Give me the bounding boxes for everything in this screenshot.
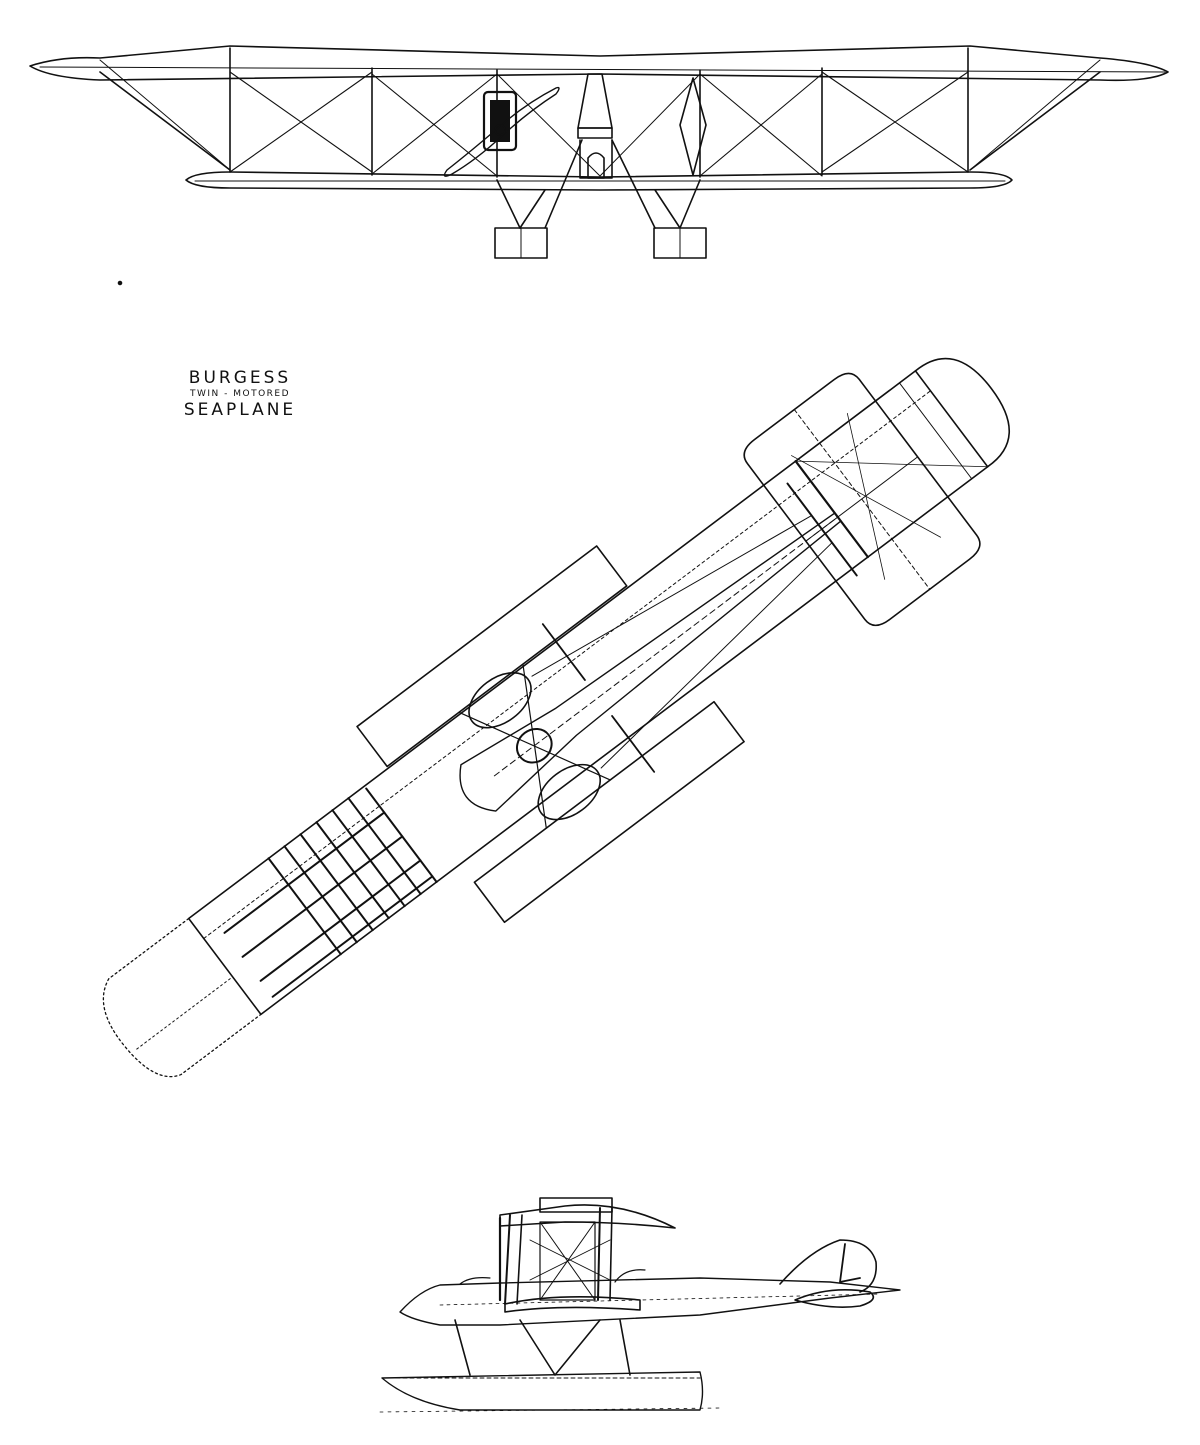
side-upper-wing	[500, 1205, 675, 1228]
propeller	[444, 88, 559, 177]
title-line-3: SEAPLANE	[183, 400, 297, 420]
side-float	[382, 1372, 703, 1410]
upper-wing-plan	[189, 371, 988, 1014]
float-plan-1	[357, 546, 627, 766]
upper-wing	[30, 46, 1168, 80]
title-line-2: TWIN - MOTORED	[189, 389, 291, 399]
engine	[484, 92, 516, 150]
side-fuselage	[400, 1278, 900, 1325]
side-view	[380, 1198, 900, 1412]
fuselage	[449, 494, 855, 820]
float-plan-2	[474, 702, 744, 922]
side-fin	[780, 1240, 876, 1292]
lower-wing	[186, 172, 1012, 190]
title-block: BURGESS TWIN - MOTORED SEAPLANE	[150, 368, 330, 420]
plan-view	[55, 299, 1071, 1150]
title-line-1: BURGESS	[188, 368, 292, 388]
side-lower-wing	[505, 1297, 640, 1312]
tailplane	[738, 367, 985, 631]
front-view	[30, 46, 1168, 286]
